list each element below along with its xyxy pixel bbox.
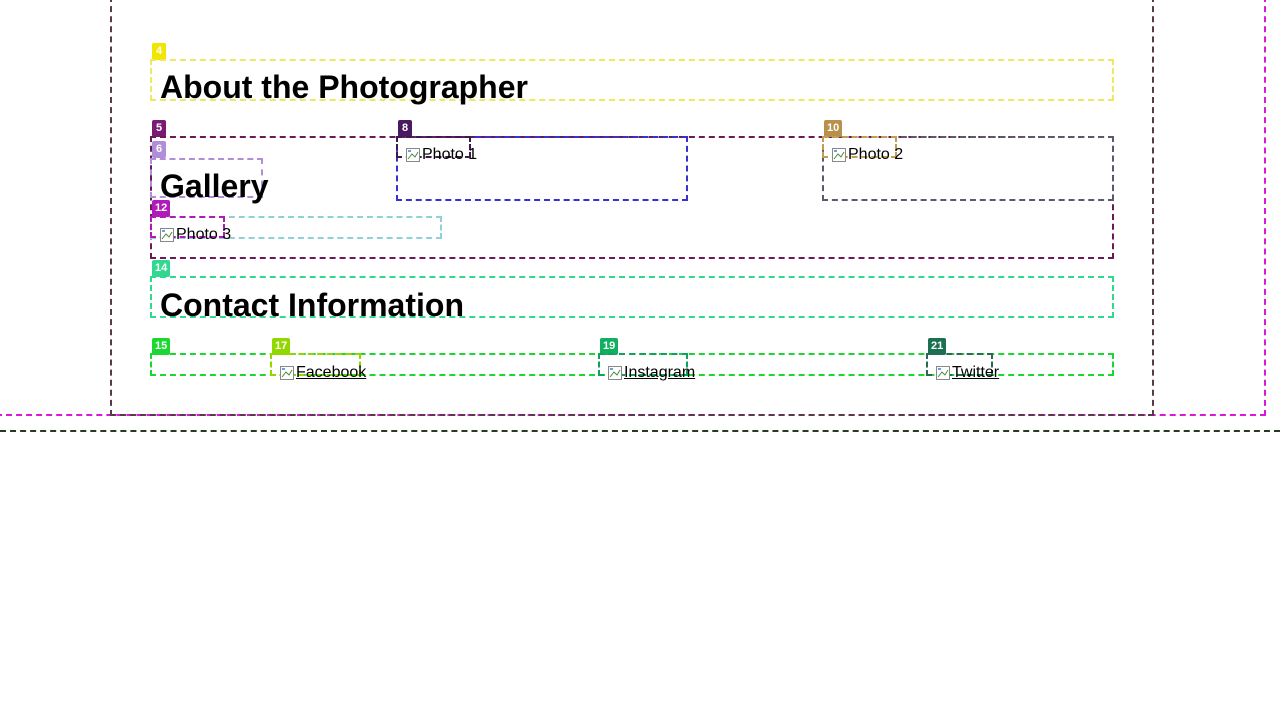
gallery-heading-box <box>150 158 263 198</box>
photo-2-frame <box>822 136 1114 201</box>
label-4: 4 <box>152 43 166 60</box>
about-heading: About the Photographer <box>160 69 528 105</box>
label-17: 17 <box>272 338 291 355</box>
twitter-link-label: Twitter <box>952 364 1000 381</box>
label-12: 12 <box>152 200 171 217</box>
contact-heading-box <box>150 276 1114 318</box>
about-heading-box <box>150 59 1114 101</box>
instagram-link-box <box>598 353 688 376</box>
broken-image-icon <box>280 365 294 381</box>
twitter-link[interactable]: Twitter <box>936 364 999 382</box>
facebook-link[interactable]: Facebook <box>280 364 366 382</box>
photo-3-image: Photo 3 <box>160 226 231 244</box>
photo-3-alt: Photo 3 <box>176 226 232 243</box>
photo-2-inner <box>822 136 897 158</box>
contact-heading: Contact Information <box>160 287 464 323</box>
photo-1-frame <box>396 136 688 201</box>
photo-1-alt: Photo 1 <box>422 146 478 163</box>
twitter-link-box <box>926 353 993 376</box>
label-6: 6 <box>152 141 166 158</box>
label-14: 14 <box>152 260 171 277</box>
photo-2-alt: Photo 2 <box>848 146 904 163</box>
broken-image-icon <box>406 147 420 163</box>
label-5: 5 <box>152 120 166 137</box>
photo-2-image: Photo 2 <box>832 146 903 164</box>
instagram-link[interactable]: Instagram <box>608 364 695 382</box>
gallery-heading: Gallery <box>160 168 269 204</box>
broken-image-icon <box>936 365 950 381</box>
facebook-link-box <box>270 353 361 376</box>
broken-image-icon <box>160 227 174 243</box>
page-divider <box>0 430 1280 432</box>
photo-1-inner <box>396 136 471 158</box>
label-19: 19 <box>600 338 619 355</box>
facebook-link-label: Facebook <box>296 364 367 381</box>
label-15: 15 <box>152 338 171 355</box>
photo-3-inner <box>150 216 225 238</box>
label-8: 8 <box>398 120 412 137</box>
photo-1-image: Photo 1 <box>406 146 477 164</box>
broken-image-icon <box>608 365 622 381</box>
label-10: 10 <box>824 120 843 137</box>
broken-image-icon <box>832 147 846 163</box>
label-21: 21 <box>928 338 947 355</box>
instagram-link-label: Instagram <box>624 364 696 381</box>
main-container-frame <box>110 0 1154 416</box>
